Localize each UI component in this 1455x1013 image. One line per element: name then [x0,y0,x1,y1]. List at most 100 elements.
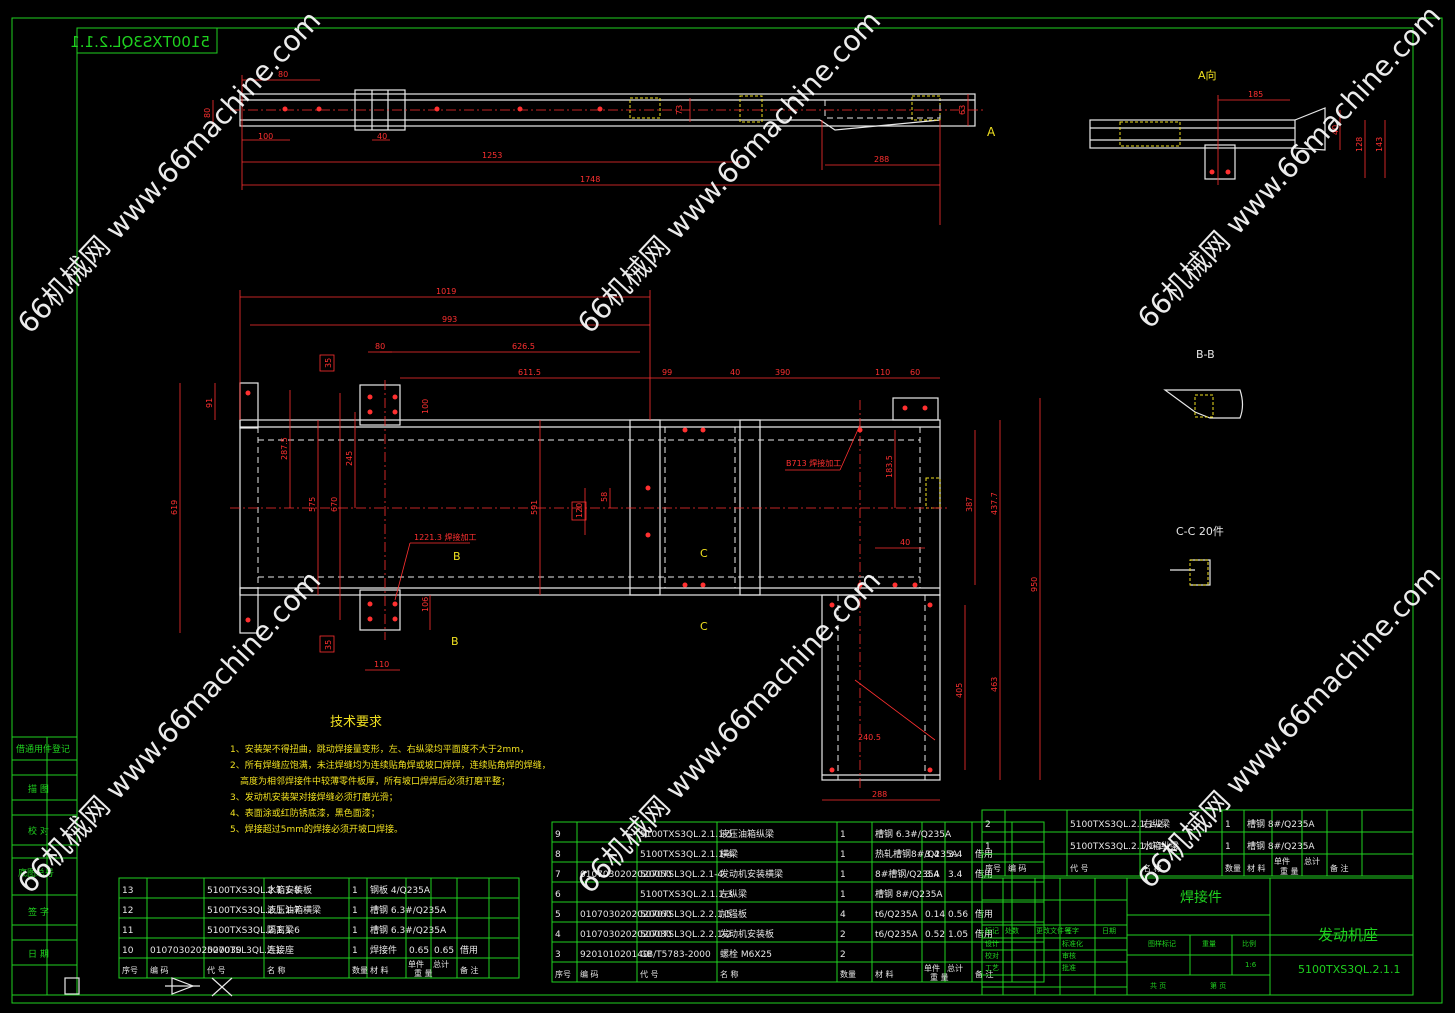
bom-mid-cell: 5 [555,910,561,920]
dim-80b: 80 [203,108,212,118]
dim-120: 120 [575,503,584,518]
bom-mid-cell: 左纵梁 [720,888,747,900]
bom-mid-cell: 液压油箱纵梁 [720,828,774,840]
dim-1748: 1748 [580,175,600,184]
bom-mid-cell: 3.4 [948,850,963,860]
bom-left-frame [118,877,520,979]
bom-mid-cell: GB/T5783-2000 [640,950,711,960]
strip-label-3: 底图总号 [18,867,54,879]
dim-437-7: 437.7 [990,492,999,515]
watermark-2: 66机械网 www.66machine.com [571,4,887,340]
section-mark-c2: C [700,620,708,633]
bom-right-cell: 槽钢 8#/Q235A [1247,840,1315,852]
tb-part-name: 发动机座 [1318,926,1378,944]
bom-right-cell: 2 [985,820,991,830]
bom-left-cell: 1 [352,886,358,896]
bom-left-header: 名 称 [267,965,286,975]
bom-left-cell: 借用 [460,944,478,956]
strip-label-0: 借通用件登记 [16,743,70,755]
bom-left-header: 备 注 [460,965,479,975]
dim-plan-40: 40 [730,368,740,377]
dim-a40: 40 [1331,125,1340,135]
bom-right-cell: 槽钢 8#/Q235A [1247,818,1315,830]
tech-line-1: 1、安装架不得扭曲，跳动焊接量变形，左、右纵梁均平面度不大于2mm， [230,743,529,755]
bom-mid-header: 名 称 [720,969,739,979]
cc-title: C-C 20件 [1176,525,1224,538]
bom-mid-cell: 4 [840,910,846,920]
dim-387: 387 [965,497,974,512]
bom-mid-header: 单件 [924,963,940,973]
dim-288: 288 [874,155,889,164]
dim-60: 60 [910,368,920,377]
dim-950: 950 [1030,577,1039,592]
section-mark-c1: C [700,547,708,560]
tb-label-11: 审核 [1062,951,1076,960]
tb-label-9: 标准化 [1062,939,1083,948]
section-mark-b2: B [451,635,459,648]
bom-mid-cell: 槽钢 6.3#/Q235A [875,828,952,840]
dim-183-5: 183.5 [885,455,894,478]
bom-right-cell: 5100TXS3QL.2.1.1-1 [1070,842,1163,852]
bom-left-cell: 槽钢 6.3#/Q235A [370,904,447,916]
tb-label-14: 共 页 [1150,981,1166,990]
projection-symbols [64,977,233,997]
bom-left-cell: 10 [122,946,134,956]
view-label-a: A [987,125,996,139]
tb-drawing-number: 5100TXS3QL.2.1.1 [1298,963,1401,976]
bom-right-header: 总计 [1304,856,1320,866]
top-elevation-view: 80 80 100 40 73 1253 1748 288 63 A [203,70,996,225]
bom-mid-cell: 槽钢 8#/Q235A [875,888,943,900]
bom-left-cell: 5100TXS3QL.2.1.1-8 [207,886,300,896]
strip-label-1: 描 图 [28,783,49,795]
bom-mid-cell: 2 [840,930,846,940]
bom-right-header: 材 料 [1247,863,1266,873]
bom-mid-cell: 3.4 [948,870,963,880]
bom-mid-cell: 借用 [975,908,993,920]
bom-left-cell: 0.65 [409,946,429,956]
bom-right-header: 数量 [1225,863,1241,873]
title-block: 标记 处数 更改文件号 签字 日期 图样标记 重量 比例 设计 标准化 校对 审… [981,877,1414,996]
callout-1221: 1221.3 焊接加工 [414,532,477,542]
dim-1019: 1019 [436,287,456,296]
tech-line-4: 3、发动机安装架对接焊缝必须打磨光滑； [230,791,398,803]
bom-left-header: 单件 [408,959,424,969]
watermark-4: 66机械网 www.66machine.com [11,564,327,900]
strip-label-4: 签 字 [28,906,49,918]
bom-left-cell: 5070TSL3QL.2.1 [207,946,281,956]
callout-b713: B713 焊接加工 [786,458,841,468]
bom-left-header: 代 号 [207,965,226,975]
a-direction-view: A向 185 40 128 143 [1089,68,1386,185]
tb-part-type: 焊接件 [1180,889,1222,906]
bom-left-cell: 水箱安装板 [267,884,312,896]
tb-label-15: 第 页 [1210,981,1226,990]
bom-mid-header: 重 量 [930,972,949,982]
bom-mid-cell: t6/Q235A [875,930,919,940]
bom-right-header: 重 量 [1280,866,1299,876]
bom-mid-cell: 1 [840,870,846,880]
bom-left-cell: 5100TXS3QL.2.1.1-7 [207,906,300,916]
bom-left-header: 数量 [352,965,368,975]
bom-left-cell: 焊接件 [370,944,397,956]
watermark-1: 66机械网 www.66machine.com [11,4,327,340]
bom-left-cell: 连接座 [267,944,294,956]
bom-right-header: 编 码 [1008,863,1027,873]
bom-right-header: 序号 [985,863,1001,873]
watermarks: 66机械网 www.66machine.com 66机械网 www.66mach… [11,0,1447,900]
a-view-title: A向 [1198,68,1217,82]
bom-mid-cell: 0107030202020030 [580,930,672,940]
dim-288b: 288 [872,790,887,799]
bom-mid-cell: 借用 [975,928,993,940]
dim-91: 91 [205,398,214,408]
dim-106: 106 [421,597,430,612]
bom-left-cell: 0.65 [434,946,454,956]
bom-mid-header: 备 注 [975,969,994,979]
tb-label-2: 更改文件号 [1036,926,1071,935]
dim-143: 143 [1375,137,1384,152]
bom-mid-header: 编 码 [580,969,599,979]
tb-label-10: 校对 [985,951,999,960]
dim-185: 185 [1248,90,1263,99]
bom-right-cell: 水箱纵梁 [1143,840,1179,852]
bom-left-cell: 1 [352,946,358,956]
